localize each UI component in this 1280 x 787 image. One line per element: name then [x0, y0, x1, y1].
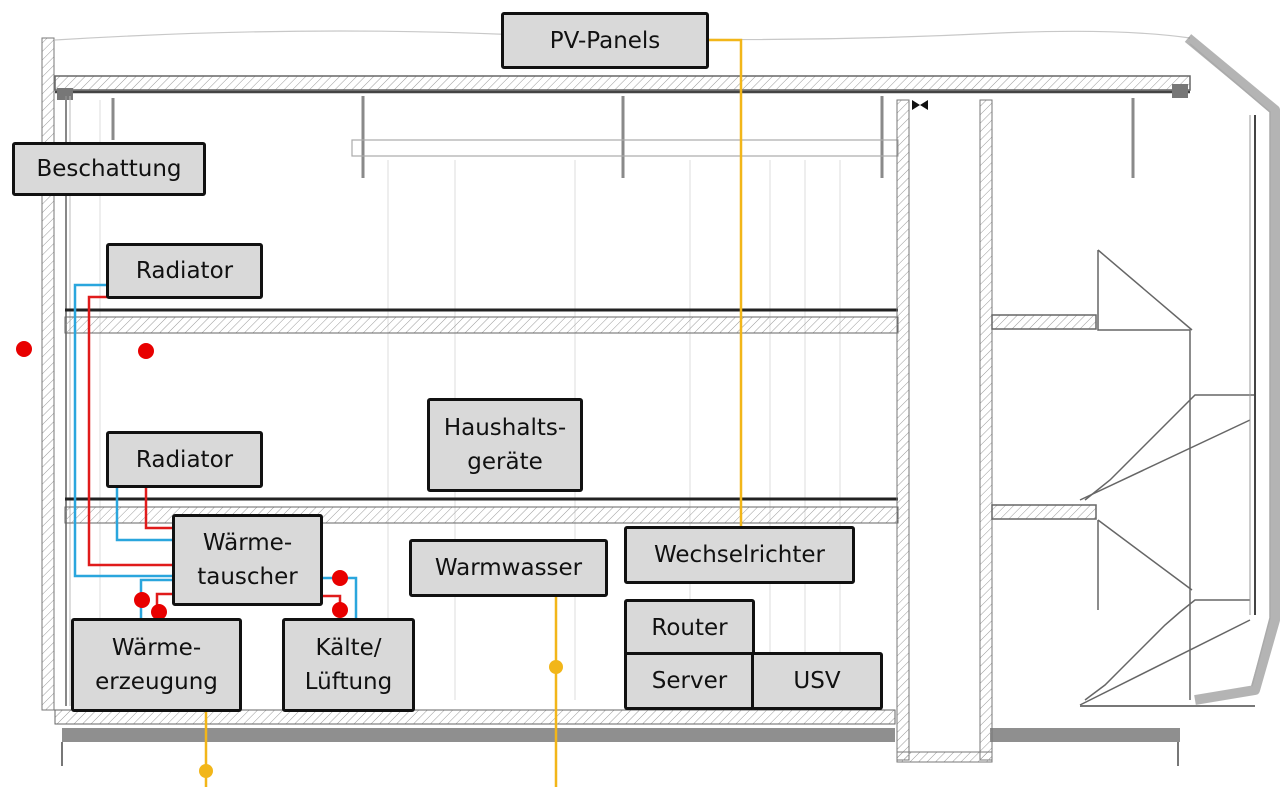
sensor-dot [16, 341, 32, 357]
connection-dot [549, 660, 563, 674]
router-label: Router [624, 599, 755, 657]
wechselrichter-label: Wechselrichter [624, 526, 855, 584]
sensor-dot [138, 343, 154, 359]
waermeerzeugung-label: Wärme- erzeugung [71, 618, 242, 712]
ceiling-fixtures [111, 96, 1135, 178]
right-facade [1080, 34, 1280, 707]
vertical-shaft [896, 99, 993, 763]
sensor-dot [134, 592, 150, 608]
radiator-lower-label: Radiator [106, 431, 263, 488]
radiator-upper-label: Radiator [106, 243, 263, 299]
light-beam [351, 139, 899, 157]
waermetauscher-label: Wärme- tauscher [172, 514, 323, 606]
warmwasser-label: Warmwasser [409, 539, 608, 597]
left-facade [41, 37, 71, 711]
connection-dot [199, 764, 213, 778]
stairwell [991, 249, 1255, 706]
pv-panels-label: PV-Panels [501, 12, 709, 69]
sensor-dot [151, 604, 167, 620]
kaelte-lueftung-label: Kälte/ Lüftung [282, 618, 415, 712]
floor-slabs [54, 308, 1180, 766]
usv-label: USV [751, 652, 883, 710]
sensor-dots [16, 341, 348, 620]
sensor-dot [332, 570, 348, 586]
beschattung-label: Beschattung [12, 142, 206, 196]
server-label: Server [624, 652, 755, 710]
haushaltsgeraete-label: Haushalts- geräte [427, 398, 583, 492]
sensor-dot [332, 602, 348, 618]
